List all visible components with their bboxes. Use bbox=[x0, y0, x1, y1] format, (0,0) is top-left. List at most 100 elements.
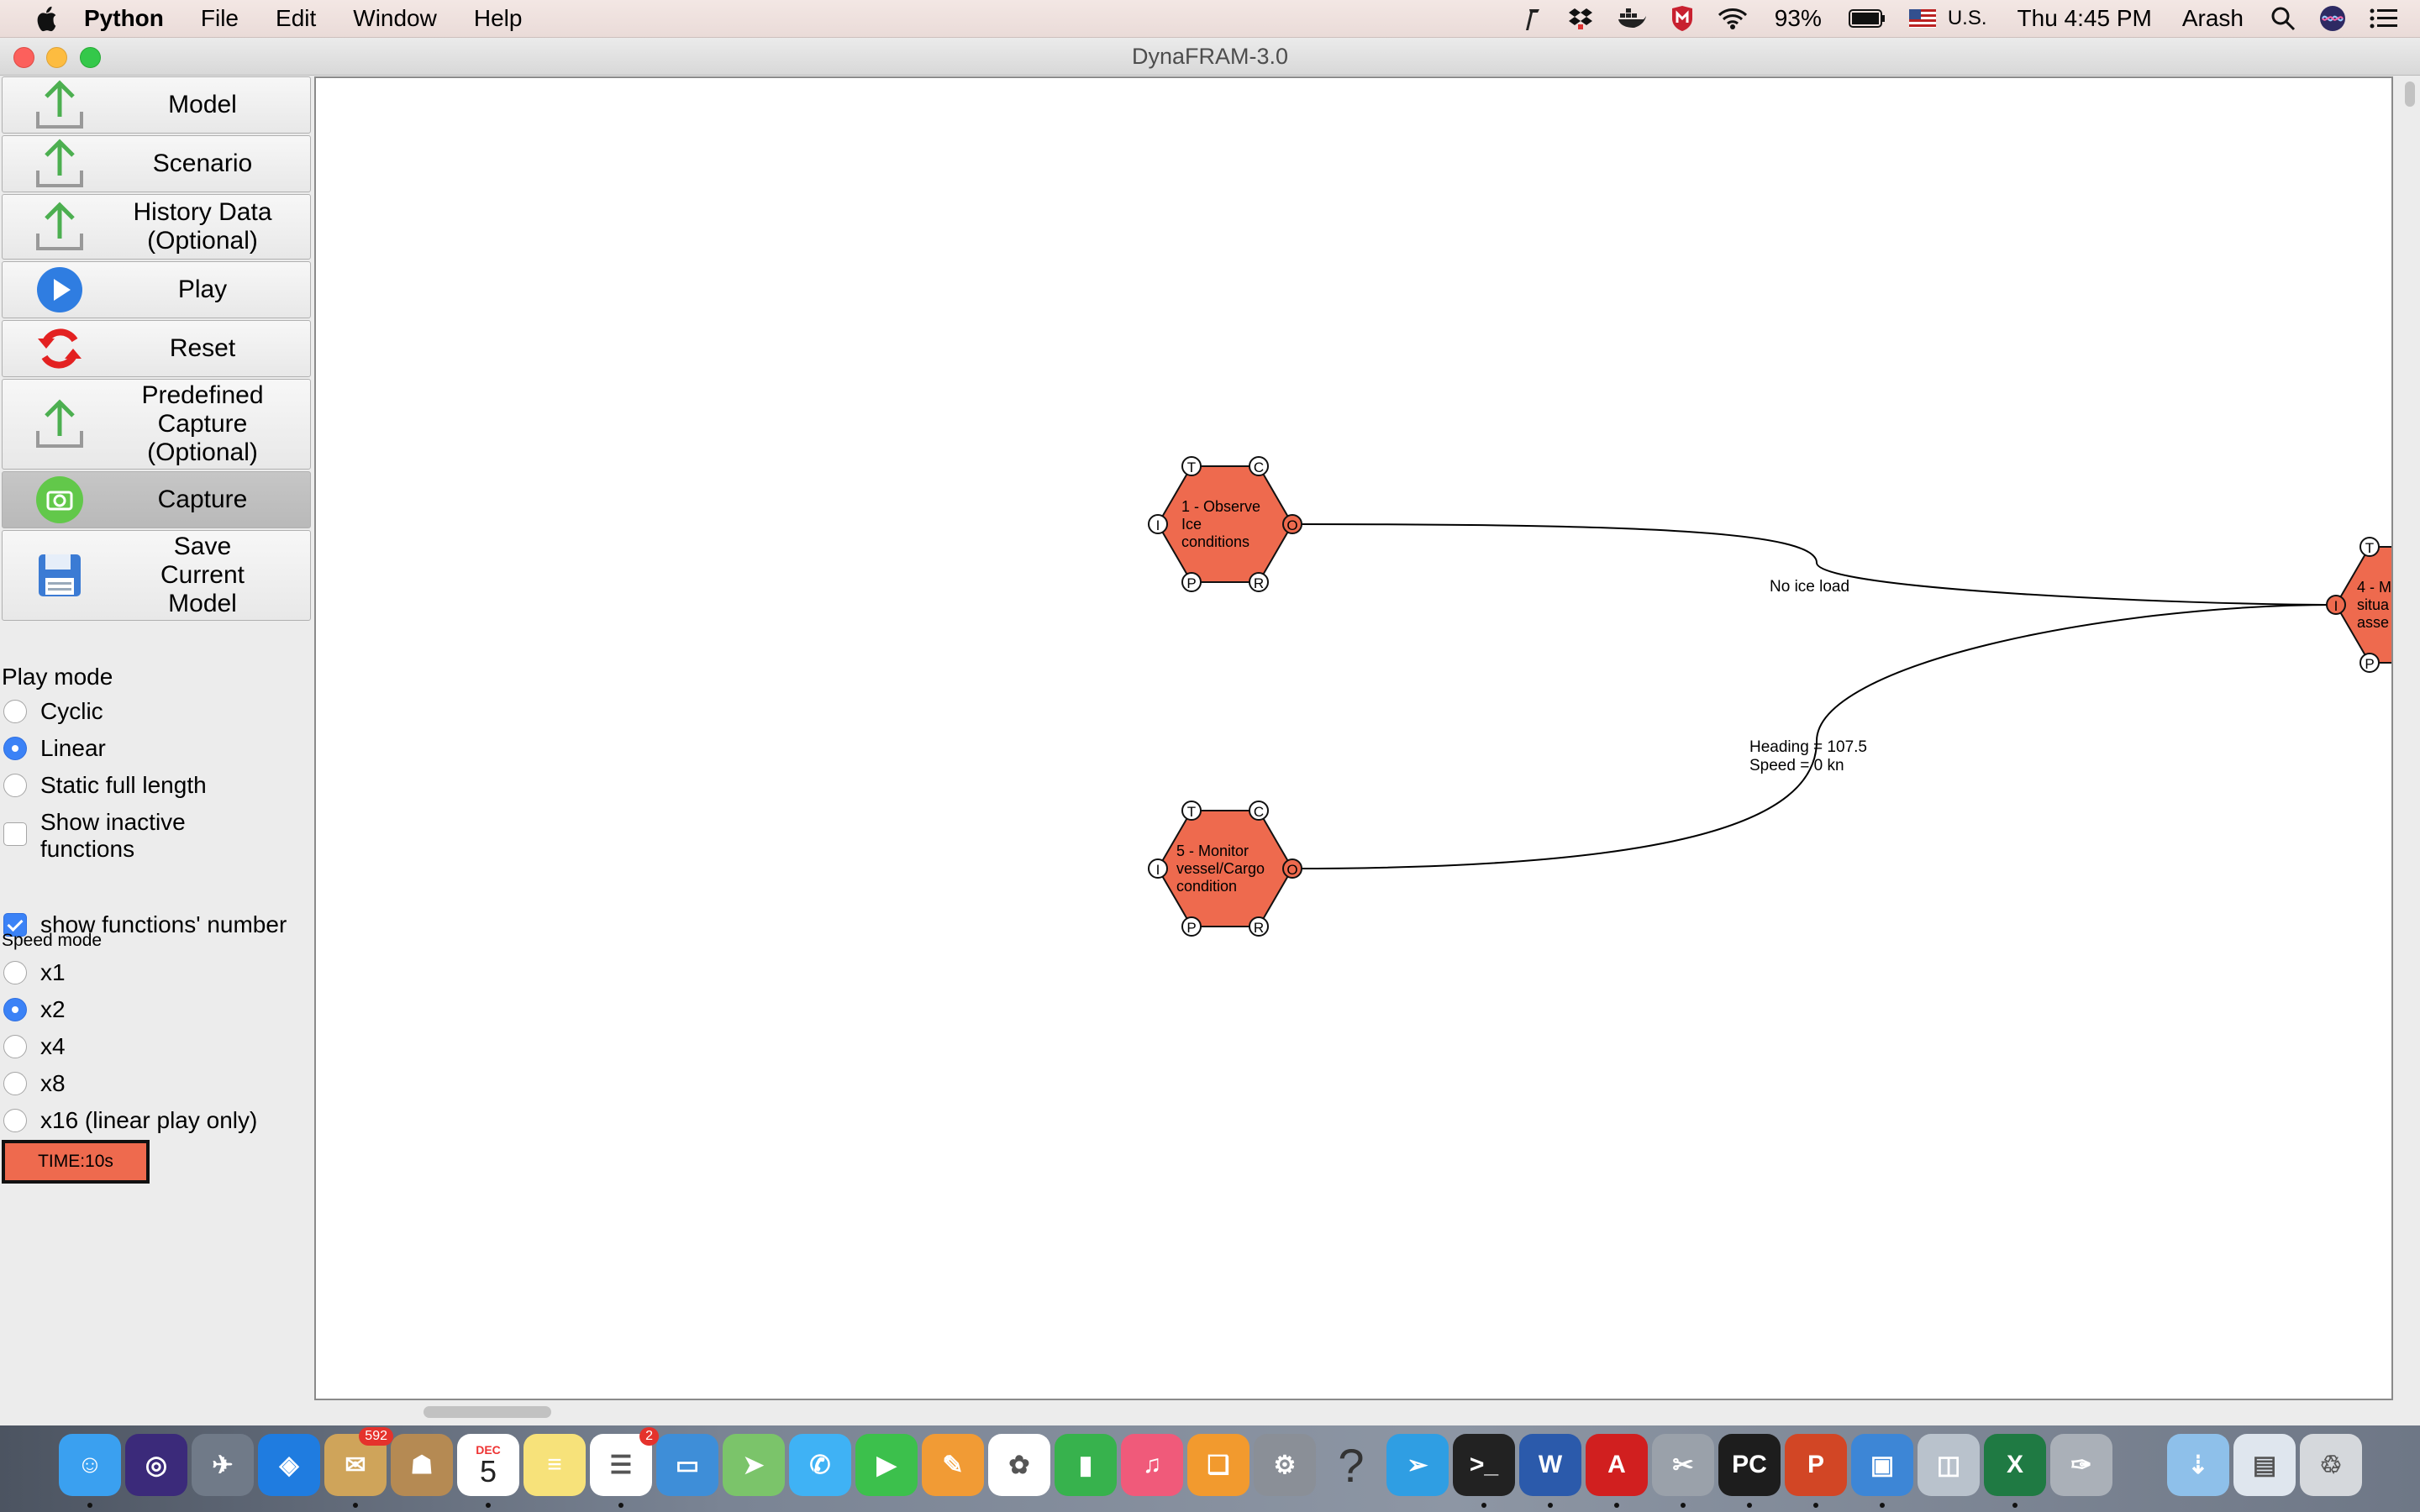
function-4-situation-assessment[interactable]: 4 - M situa asse T I P bbox=[2326, 537, 2391, 673]
aspect-control[interactable]: C bbox=[1249, 456, 1269, 476]
dock-safari-icon[interactable]: ◈ bbox=[258, 1434, 320, 1496]
radio-button[interactable] bbox=[3, 700, 27, 723]
siri-icon[interactable] bbox=[2319, 6, 2346, 31]
radio-button[interactable] bbox=[3, 998, 27, 1021]
dock-keynote-icon[interactable]: ▭ bbox=[656, 1434, 718, 1496]
aspect-time[interactable]: T bbox=[1181, 456, 1202, 476]
dock-launchpad-icon[interactable]: ✈ bbox=[192, 1434, 254, 1496]
maximize-window-button[interactable] bbox=[80, 47, 101, 68]
input-source-label[interactable]: U.S. bbox=[1947, 7, 1987, 29]
speed-x8-option[interactable]: x8 bbox=[3, 1070, 66, 1097]
function-1-observe-ice-conditions[interactable]: 1 - Observe Ice conditions T C I O P R bbox=[1148, 456, 1302, 592]
aspect-precondition[interactable]: P bbox=[2360, 653, 2380, 673]
dock-terminal-icon[interactable]: >_ bbox=[1453, 1434, 1515, 1496]
function-5-monitor-vessel-cargo[interactable]: 5 - Monitor vessel/Cargo condition T C I… bbox=[1148, 801, 1302, 937]
aspect-input[interactable]: I bbox=[2326, 595, 2346, 615]
radio-button[interactable] bbox=[3, 1072, 27, 1095]
dock-acrobat-icon[interactable]: A bbox=[1586, 1434, 1648, 1496]
dropbox-icon[interactable] bbox=[1568, 6, 1593, 31]
load-history-data-button[interactable]: History Data (Optional) bbox=[2, 194, 311, 260]
aspect-output[interactable]: O bbox=[1282, 858, 1302, 879]
load-model-button[interactable]: Model bbox=[2, 76, 311, 134]
minimize-window-button[interactable] bbox=[46, 47, 67, 68]
save-current-model-button[interactable]: Save Current Model bbox=[2, 530, 311, 621]
capture-button[interactable]: Capture bbox=[2, 471, 311, 528]
menu-file[interactable]: File bbox=[200, 5, 239, 31]
dock-image-capture-icon[interactable]: ◫ bbox=[1918, 1434, 1980, 1496]
dock-finder-icon[interactable]: ☺ bbox=[59, 1434, 121, 1496]
dock-documents-icon[interactable]: ▤ bbox=[2233, 1434, 2296, 1496]
dock-contacts-icon[interactable]: ☗ bbox=[391, 1434, 453, 1496]
show-inactive-functions-option[interactable]: Show inactive functions bbox=[3, 809, 186, 863]
aspect-resource[interactable]: R bbox=[1249, 572, 1269, 592]
menu-app-python[interactable]: Python bbox=[84, 5, 164, 31]
aspect-precondition[interactable]: P bbox=[1181, 572, 1202, 592]
dock-notes-icon[interactable]: ≡ bbox=[523, 1434, 586, 1496]
speed-x16-option[interactable]: x16 (linear play only) bbox=[3, 1107, 257, 1134]
play-mode-static-option[interactable]: Static full length bbox=[3, 772, 207, 799]
aspect-control[interactable]: C bbox=[1249, 801, 1269, 821]
dock-ibooks-icon[interactable]: ❑ bbox=[1187, 1434, 1249, 1496]
checkbox[interactable] bbox=[3, 822, 27, 846]
radio-button[interactable] bbox=[3, 774, 27, 797]
speed-x2-option[interactable]: x2 bbox=[3, 996, 66, 1023]
menu-window[interactable]: Window bbox=[353, 5, 437, 31]
menubar-user[interactable]: Arash bbox=[2181, 5, 2244, 31]
dock-reminders-icon[interactable]: ☰2 bbox=[590, 1427, 659, 1496]
menu-help[interactable]: Help bbox=[473, 5, 523, 31]
dock-excel-icon[interactable]: X bbox=[1984, 1434, 2046, 1496]
load-scenario-button[interactable]: Scenario bbox=[2, 135, 311, 192]
dock-pycharm-icon[interactable]: PC bbox=[1718, 1434, 1781, 1496]
menubar-clock[interactable]: Thu 4:45 PM bbox=[2017, 5, 2152, 31]
dock-script-editor-icon[interactable]: ✑ bbox=[2050, 1434, 2112, 1496]
dock-mail-icon[interactable]: ✉592 bbox=[324, 1427, 393, 1496]
apple-icon[interactable] bbox=[34, 4, 59, 33]
dock-messages-icon[interactable]: ✆ bbox=[789, 1434, 851, 1496]
radio-button[interactable] bbox=[3, 961, 27, 984]
dock-facetime-icon[interactable]: ▶ bbox=[855, 1434, 918, 1496]
us-flag-icon[interactable] bbox=[1908, 6, 1936, 31]
dock-utilities-icon[interactable]: ✂ bbox=[1652, 1434, 1714, 1496]
dock-preview-icon[interactable]: ▣ bbox=[1851, 1434, 1913, 1496]
mcafee-shield-icon[interactable] bbox=[1670, 6, 1694, 31]
show-functions-number-option[interactable]: show functions' number bbox=[3, 911, 287, 938]
aspect-time[interactable]: T bbox=[2360, 537, 2380, 557]
dock-trash-icon[interactable]: ♲ bbox=[2300, 1434, 2362, 1496]
play-mode-linear-option[interactable]: Linear bbox=[3, 735, 106, 762]
battery-icon[interactable] bbox=[1848, 6, 1886, 31]
aspect-precondition[interactable]: P bbox=[1181, 916, 1202, 937]
dock-siri-icon[interactable]: ◎ bbox=[125, 1434, 187, 1496]
notification-center-icon[interactable] bbox=[2370, 6, 2398, 31]
docker-icon[interactable] bbox=[1617, 6, 1647, 31]
dock-numbers-icon[interactable]: ▮ bbox=[1055, 1434, 1117, 1496]
menu-edit[interactable]: Edit bbox=[276, 5, 317, 31]
dock-itunes-icon[interactable]: ♫ bbox=[1121, 1434, 1183, 1496]
dock-word-icon[interactable]: W bbox=[1519, 1434, 1581, 1496]
wifi-icon[interactable] bbox=[1718, 6, 1748, 31]
dock-downloads-icon[interactable]: ⇣ bbox=[2167, 1434, 2229, 1496]
play-mode-cyclic-option[interactable]: Cyclic bbox=[3, 698, 103, 725]
window-titlebar[interactable]: DynaFRAM-3.0 bbox=[0, 38, 2420, 76]
close-window-button[interactable] bbox=[13, 47, 34, 68]
spotlight-search-icon[interactable] bbox=[2270, 6, 2296, 31]
hammer-icon[interactable] bbox=[1523, 6, 1544, 31]
dock-maps-icon[interactable]: ➤ bbox=[723, 1434, 785, 1496]
reset-button[interactable]: Reset bbox=[2, 320, 311, 377]
aspect-input[interactable]: I bbox=[1148, 858, 1168, 879]
radio-button[interactable] bbox=[3, 1035, 27, 1058]
dock-pages-icon[interactable]: ✎ bbox=[922, 1434, 984, 1496]
speed-x1-option[interactable]: x1 bbox=[3, 959, 66, 986]
dock-system-preferences-icon[interactable]: ⚙ bbox=[1254, 1434, 1316, 1496]
radio-button[interactable] bbox=[3, 1109, 27, 1132]
horizontal-scrollbar[interactable] bbox=[424, 1406, 551, 1418]
aspect-time[interactable]: T bbox=[1181, 801, 1202, 821]
aspect-resource[interactable]: R bbox=[1249, 916, 1269, 937]
dock-help-icon[interactable]: ? bbox=[1338, 1438, 1365, 1492]
speed-x4-option[interactable]: x4 bbox=[3, 1033, 66, 1060]
dock-telegram-icon[interactable]: ➢ bbox=[1386, 1434, 1449, 1496]
aspect-output[interactable]: O bbox=[1282, 514, 1302, 534]
load-predefined-capture-button[interactable]: Predefined Capture (Optional) bbox=[2, 379, 311, 470]
dock-photos-icon[interactable]: ✿ bbox=[988, 1434, 1050, 1496]
play-button[interactable]: Play bbox=[2, 261, 311, 318]
